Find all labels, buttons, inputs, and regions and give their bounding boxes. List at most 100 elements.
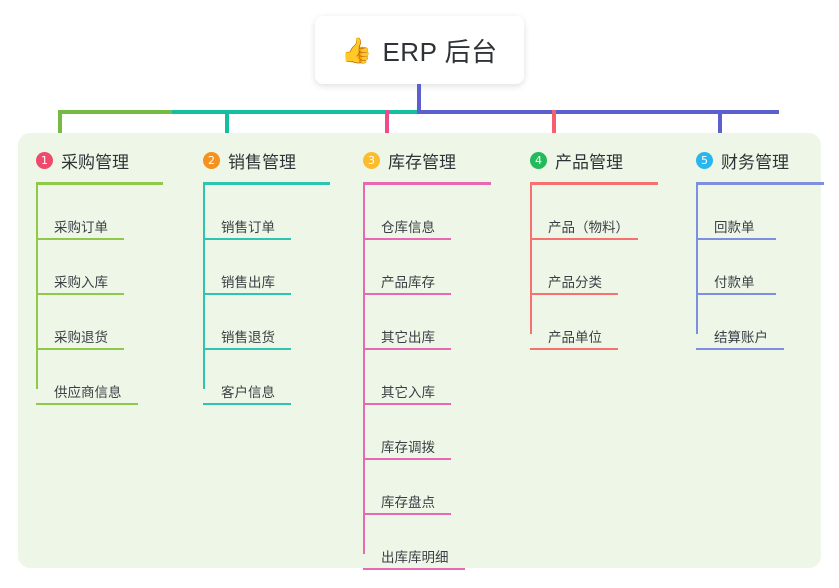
leaf-node[interactable]: 回款单 (696, 185, 821, 240)
leaf-node-label: 仓库信息 (381, 220, 435, 236)
connector-drop-库存管理 (385, 110, 389, 153)
leaf-spine (363, 185, 365, 554)
leaf-node-label: 回款单 (714, 220, 755, 236)
leaf-list: 产品（物料） 产品分类产品单位 (530, 185, 690, 350)
leaf-node[interactable]: 库存盘点 (363, 460, 525, 515)
leaf-node[interactable]: 产品库存 (363, 240, 525, 295)
leaf-node[interactable]: 采购入库 (36, 240, 186, 295)
column-title-label: 库存管理 (388, 152, 456, 172)
leaf-spine (36, 185, 38, 389)
column-库存管理: 3 库存管理仓库信息产品库存其它出库其它入库库存调拨库存盘点出库库明细 (345, 145, 525, 570)
column-title-label: 产品管理 (555, 152, 623, 172)
column-index-badge: 2 (203, 151, 220, 169)
thumbs-up-icon: 👍 (341, 36, 373, 65)
leaf-node-rule (36, 238, 124, 240)
leaf-node-rule (363, 568, 465, 570)
leaf-node-label: 采购入库 (54, 275, 108, 291)
leaf-node-rule (203, 403, 291, 405)
connector-drop-采购管理 (58, 110, 62, 153)
connector-drop-产品管理 (552, 110, 556, 153)
column-header-销售管理[interactable]: 2 销售管理 (185, 145, 353, 175)
leaf-node-rule (530, 348, 618, 350)
leaf-node-label: 销售出库 (221, 275, 275, 291)
column-title-label: 财务管理 (721, 152, 789, 172)
leaf-spine (530, 185, 532, 334)
leaf-node-label: 其它入库 (381, 385, 435, 401)
leaf-node[interactable]: 其它出库 (363, 295, 525, 350)
connector-drop-销售管理 (225, 110, 229, 153)
column-header-rule (363, 182, 491, 185)
leaf-node-label: 出库库明细 (381, 550, 449, 566)
leaf-node[interactable]: 销售退货 (203, 295, 353, 350)
column-title-label: 采购管理 (61, 152, 129, 172)
column-index-badge: 4 (530, 151, 547, 169)
leaf-node-rule (696, 348, 784, 350)
column-header-采购管理[interactable]: 1 采购管理 (18, 145, 186, 175)
leaf-node-rule (203, 238, 291, 240)
column-index-badge: 3 (363, 151, 380, 169)
leaf-list: 回款单付款单结算账户 (696, 185, 821, 350)
diagram-panel: 1 采购管理采购订单采购入库采购退货供应商信息 2 销售管理销售订单销售出库销售退货客… (18, 133, 824, 570)
leaf-node[interactable]: 结算账户 (696, 295, 821, 350)
column-销售管理: 2 销售管理销售订单销售出库销售退货客户信息 (185, 145, 353, 405)
leaf-node-label: 采购订单 (54, 220, 108, 236)
leaf-node-rule (530, 293, 618, 295)
leaf-node[interactable]: 其它入库 (363, 350, 525, 405)
leaf-node-rule (696, 238, 776, 240)
column-title-label: 销售管理 (228, 152, 296, 172)
leaf-node[interactable]: 采购退货 (36, 295, 186, 350)
leaf-node-rule (203, 348, 291, 350)
leaf-node-rule (36, 293, 124, 295)
leaf-node-label: 销售订单 (221, 220, 275, 236)
connector-stem-center (417, 84, 421, 112)
leaf-node-label: 库存调拨 (381, 440, 435, 456)
leaf-node-rule (363, 458, 451, 460)
leaf-node-label: 产品分类 (548, 275, 602, 291)
leaf-list: 销售订单销售出库销售退货客户信息 (203, 185, 353, 405)
leaf-spine (203, 185, 205, 389)
leaf-node-rule (36, 403, 138, 405)
leaf-node[interactable]: 销售出库 (203, 240, 353, 295)
leaf-node[interactable]: 产品单位 (530, 295, 690, 350)
leaf-node-rule (363, 513, 451, 515)
leaf-node-rule (530, 238, 638, 240)
column-采购管理: 1 采购管理采购订单采购入库采购退货供应商信息 (18, 145, 186, 405)
leaf-node-label: 其它出库 (381, 330, 435, 346)
leaf-node-rule (36, 348, 124, 350)
leaf-node[interactable]: 销售订单 (203, 185, 353, 240)
leaf-node-rule (363, 348, 451, 350)
leaf-node[interactable]: 出库库明细 (363, 515, 525, 570)
column-header-库存管理[interactable]: 3 库存管理 (345, 145, 525, 175)
column-产品管理: 4 产品管理产品（物料） 产品分类产品单位 (512, 145, 690, 350)
leaf-node-label: 付款单 (714, 275, 755, 291)
leaf-node[interactable]: 采购订单 (36, 185, 186, 240)
leaf-node[interactable]: 产品分类 (530, 240, 690, 295)
leaf-node-rule (203, 293, 291, 295)
leaf-node[interactable]: 产品（物料） (530, 185, 690, 240)
column-header-产品管理[interactable]: 4 产品管理 (512, 145, 690, 175)
leaf-node[interactable]: 供应商信息 (36, 350, 186, 405)
leaf-node-label: 结算账户 (714, 330, 768, 346)
column-header-rule (36, 182, 163, 185)
leaf-spine (696, 185, 698, 334)
leaf-node-rule (363, 238, 451, 240)
leaf-node[interactable]: 库存调拨 (363, 405, 525, 460)
leaf-node-label: 产品库存 (381, 275, 435, 291)
connector-bus-teal (172, 110, 417, 114)
leaf-node[interactable]: 仓库信息 (363, 185, 525, 240)
leaf-node-label: 库存盘点 (381, 495, 435, 511)
connector-drop-财务管理 (718, 110, 722, 153)
leaf-node-label: 采购退货 (54, 330, 108, 346)
leaf-node-label: 客户信息 (221, 385, 275, 401)
leaf-node[interactable]: 客户信息 (203, 350, 353, 405)
root-node-card[interactable]: 👍 ERP 后台 (315, 16, 524, 84)
column-header-rule (696, 182, 824, 185)
leaf-node-label: 产品（物料） (548, 220, 629, 236)
connector-bus-indigo (417, 110, 779, 114)
leaf-node-label: 产品单位 (548, 330, 602, 346)
column-header-rule (203, 182, 330, 185)
leaf-node[interactable]: 付款单 (696, 240, 821, 295)
column-index-badge: 1 (36, 151, 53, 169)
